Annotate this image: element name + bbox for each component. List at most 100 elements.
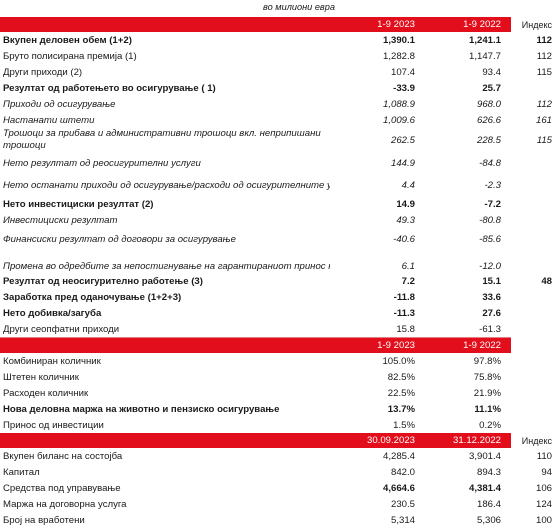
header-col3 <box>511 337 556 353</box>
row-value-2: 0.2% <box>479 419 501 431</box>
header-col1: 1-9 2023 <box>330 337 423 353</box>
row-label: Нова деловна маржа на животно и пензиско… <box>3 403 280 415</box>
row-label: Нето добивка/загуба <box>3 307 102 319</box>
row-label: Вкупен деловен обем (1+2) <box>3 34 132 46</box>
header-spacer <box>0 337 330 353</box>
table-row: Нето резултат од реосигурителни услуги 14… <box>0 152 556 174</box>
row-value-2: 894.3 <box>476 466 501 478</box>
row-index <box>511 250 556 273</box>
header-col2: 31.12.2022 <box>423 433 511 448</box>
row-index: 115 <box>536 134 552 146</box>
row-value-2: -2.3 <box>484 179 501 191</box>
row-index <box>511 417 556 433</box>
row-value-1: 15.8 <box>330 321 423 338</box>
row-value-2: 33.6 <box>482 291 501 303</box>
row-index <box>511 196 556 212</box>
row-label: Промена во одредбите за непостигнување н… <box>3 261 330 272</box>
row-value-1: 22.5% <box>387 387 415 399</box>
table-row: Финансиски резултат од договори за осигу… <box>0 228 556 250</box>
row-value-1: 7.2 <box>401 275 415 287</box>
row-value-2: -85.6 <box>479 233 501 245</box>
row-value-1: 1,390.1 <box>382 34 415 46</box>
row-value-1: 1,088.9 <box>382 98 415 110</box>
row-label: Капитал <box>3 466 40 478</box>
row-label: Нето останати приходи од осигурување/рас… <box>3 179 330 191</box>
row-value-1: 5,314 <box>390 514 415 526</box>
row-label: Настанати штети <box>3 114 95 126</box>
row-label: Штетен количник <box>3 371 79 383</box>
row-index: 94 <box>541 466 552 478</box>
row-value-2: 1,241.1 <box>468 34 501 46</box>
row-label: Вкупен биланс на состојба <box>3 450 123 462</box>
row-value-1: 82.5% <box>387 371 415 383</box>
row-value-2: 626.6 <box>476 114 501 126</box>
row-label: Нето инвестициски резултат (2) <box>3 198 154 210</box>
row-value-2: 1,147.7 <box>468 50 501 62</box>
row-index <box>511 80 556 96</box>
row-index <box>511 369 556 385</box>
row-value-1: 1,282.8 <box>382 50 415 62</box>
row-index: 112 <box>536 34 552 46</box>
row-label: Трошоци за прибава и административни тро… <box>3 128 321 151</box>
row-value-2: 15.1 <box>482 275 501 287</box>
row-label: Други приходи (2) <box>3 66 83 78</box>
header-col2: 1-9 2022 <box>423 17 511 32</box>
table-row: Вкупен деловен обем (1+2) 1,390.1 1,241.1 1… <box>0 32 556 48</box>
row-value-1: 105.0% <box>382 355 415 367</box>
row-label: Средства под управување <box>3 482 121 494</box>
row-label: Заработка пред оданочување (1+2+3) <box>3 291 182 303</box>
row-value-1: 1,009.6 <box>382 114 415 126</box>
table-row: Нето инвестициски резултат (2)14.9-7.2 <box>0 196 556 212</box>
row-value-2: -61.3 <box>423 321 511 338</box>
row-index <box>511 321 556 338</box>
row-label: Резултат од неосигурително работење (3) <box>3 275 203 287</box>
row-value-2: 968.0 <box>476 98 501 110</box>
table-row: Промена во одредбите за непостигнување н… <box>0 250 556 273</box>
row-label: Број на вработени <box>3 514 85 526</box>
row-value-1: 13.7% <box>387 403 415 415</box>
header-spacer <box>0 433 330 448</box>
row-index <box>511 401 556 417</box>
row-value-1: 1.5% <box>393 419 415 431</box>
table-row: Нето останати приходи од осигурување/рас… <box>0 174 556 196</box>
row-index <box>511 385 556 401</box>
row-label: Приходи од осигурување <box>3 98 116 110</box>
row-index <box>511 174 556 196</box>
row-value-1: 6.1 <box>401 261 415 272</box>
row-value-1: 144.9 <box>390 157 415 169</box>
row-index: 115 <box>536 66 552 78</box>
row-value-2: 97.8% <box>473 355 501 367</box>
row-index: 48 <box>541 275 552 287</box>
row-label: Инвестициски резултат <box>3 214 118 226</box>
row-index <box>511 305 556 321</box>
row-label: Нето резултат од реосигурителни услуги <box>3 157 201 169</box>
header-col2: 1-9 2022 <box>423 337 511 353</box>
row-index <box>511 212 556 228</box>
row-label: Финансиски резултат од договори за осигу… <box>3 233 236 245</box>
row-index: 100 <box>535 514 552 526</box>
row-value-2: -7.2 <box>484 198 501 210</box>
row-value-2: 3,901.4 <box>468 450 501 462</box>
row-value-1: 107.4 <box>390 66 415 78</box>
row-value-2: 186.4 <box>476 498 501 510</box>
row-index <box>511 228 556 250</box>
row-value-2: 21.9% <box>473 387 501 399</box>
header-spacer <box>0 17 330 32</box>
